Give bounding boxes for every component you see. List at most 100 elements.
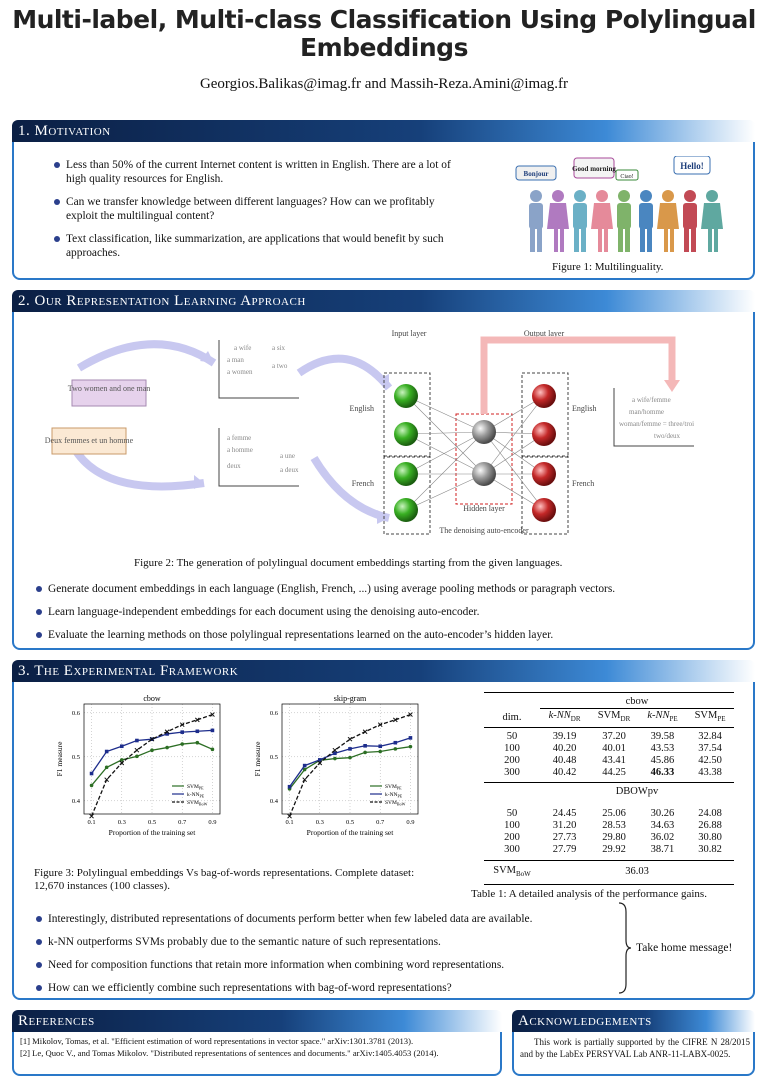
legend-entry: SVMPE [187, 784, 204, 791]
series-line [288, 713, 411, 817]
section-approach-heading: 2. Our Representation Learning Approach [12, 290, 755, 312]
input-layer-label: Input layer [392, 329, 427, 338]
reference-2: [2] Le, Quoc V., and Tomas Mikolov. "Dis… [20, 1048, 439, 1058]
data-point [179, 722, 185, 728]
y-axis-label: F1 measure [253, 741, 262, 776]
data-point [119, 758, 124, 762]
list-item: Can we transfer knowledge between differ… [52, 195, 452, 223]
legend-entry: SVMBoW [187, 800, 208, 807]
x-tick-label: 0.1 [285, 819, 293, 826]
data-point [317, 758, 322, 762]
data-point [378, 749, 383, 754]
list-item: Less than 50% of the current Internet co… [52, 158, 452, 186]
data-point [119, 760, 125, 766]
section-motivation-heading: 1. Motivation [12, 120, 755, 142]
fr-space-word: a homme [227, 446, 253, 454]
data-point [393, 747, 398, 751]
data-point [347, 736, 353, 742]
legend-entry: k-NNPE [385, 792, 403, 799]
x-axis-label: Proportion of the training set [307, 828, 395, 837]
motivation-bullets: Less than 50% of the current Internet co… [52, 158, 452, 260]
data-point [408, 744, 413, 749]
denoise-label: The denoising auto-encoder [439, 526, 529, 535]
reference-1: [1] Mikolov, Tomas, et al. "Efficient es… [20, 1036, 414, 1046]
out-space-word: man/homme [629, 408, 664, 416]
data-point [317, 760, 323, 766]
x-tick-label: 0.7 [178, 819, 187, 826]
data-point [348, 755, 352, 760]
data-point [363, 750, 367, 755]
data-point [119, 744, 124, 749]
doc-en-text: Two women and one man [68, 384, 151, 393]
data-point [378, 744, 383, 749]
data-point [287, 813, 292, 819]
series-line [90, 713, 213, 817]
data-point [302, 763, 307, 768]
pink-arrow [480, 336, 676, 414]
chart-title: skip-gram [334, 694, 367, 703]
data-point [180, 730, 185, 734]
doc-en-box [71, 379, 147, 407]
data-point [104, 749, 109, 754]
data-point [392, 717, 398, 723]
out-space-word: two/deux [654, 432, 681, 440]
y-tick-label: 0.4 [270, 798, 279, 805]
doc-fr-box [51, 427, 127, 455]
acknowledgements-text: This work is partially supported by the … [520, 1037, 750, 1059]
chart-title: cbow [143, 694, 161, 703]
data-point [333, 751, 337, 756]
people-icon [529, 190, 723, 252]
data-point [393, 740, 398, 745]
y-tick-label: 0.4 [72, 798, 81, 805]
bubble-4: Hello! [680, 161, 704, 171]
section-approach: 2. Our Representation Learning Approach … [12, 290, 755, 650]
table-group-dbow: DBOWpv [615, 785, 659, 797]
fr-space-word: a deux [280, 466, 299, 474]
data-point [287, 784, 292, 789]
data-point [408, 712, 413, 717]
x-tick-label: 0.1 [87, 819, 95, 826]
take-home-message: Take home message! [636, 942, 733, 954]
data-point [180, 742, 185, 746]
x-axis-label: Proportion of the training set [109, 828, 197, 837]
data-point [89, 771, 94, 776]
list-item: Evaluate the learning methods on those p… [34, 628, 744, 642]
arrow-curve-bottom [70, 445, 205, 491]
data-point [377, 722, 383, 728]
fr-space-word: a femme [227, 434, 251, 442]
fr-space-word: deux [227, 462, 241, 470]
list-item: Interestingly, distributed representatio… [34, 912, 614, 926]
plot-frame [281, 703, 419, 815]
fr-space-word: a une [280, 452, 295, 460]
data-point [332, 747, 338, 753]
data-point [363, 744, 367, 748]
table-header: SVMPE [694, 710, 726, 724]
table-header: dim. [502, 711, 522, 723]
speech-bubbles: Bonjour Good morning Ciao! Hello! [515, 156, 711, 181]
architecture-diagram: Two women and one man Deux femmes et un … [45, 329, 694, 535]
y-tick-label: 0.5 [270, 754, 278, 761]
en-space-word: a women [227, 368, 253, 376]
data-point [408, 736, 413, 740]
data-point [210, 712, 215, 717]
figure-1-caption: Figure 1: Multilinguality. [552, 261, 664, 273]
legend-entry: k-NNPE [187, 792, 205, 799]
list-item: Learn language-independent embeddings fo… [34, 605, 744, 619]
data-point [210, 728, 215, 733]
section-acknowledgements-heading: Acknowledgements [512, 1010, 755, 1032]
approach-bullets: Generate document embeddings in each lan… [34, 582, 744, 642]
table-group-cbow: cbow [540, 692, 734, 709]
en-space-word: a six [272, 344, 286, 352]
data-point [135, 754, 139, 759]
out-space-word: woman/femme = three/trois [619, 420, 694, 428]
x-tick-label: 0.5 [148, 819, 156, 826]
input-lang-fr: French [352, 479, 374, 488]
